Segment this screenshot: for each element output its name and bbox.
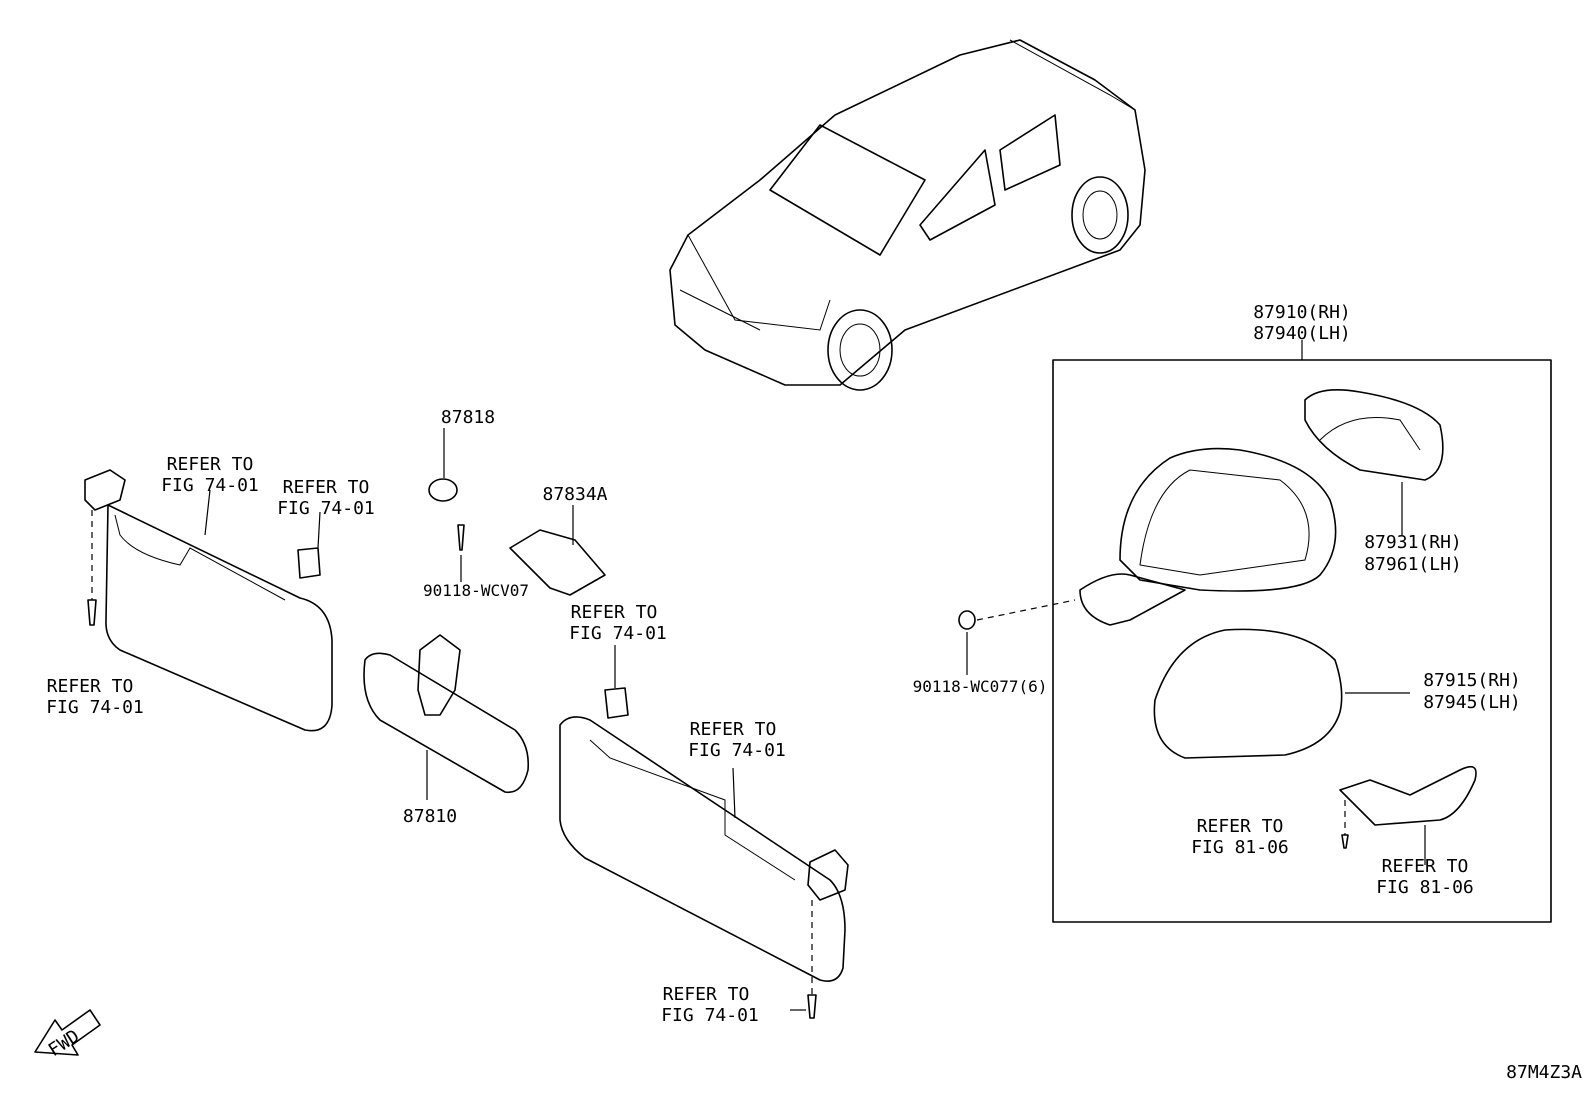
refer-fig: FIG 74-01	[569, 623, 667, 644]
clip	[604, 687, 629, 719]
refer-text: REFER TO	[571, 602, 658, 623]
screw	[457, 524, 465, 551]
sun-visor-left	[84, 469, 333, 732]
refer-fig: FIG 81-06	[1191, 837, 1289, 858]
fwd-arrow-icon	[34, 1009, 101, 1056]
cap-87818	[428, 478, 458, 502]
refer-fig: FIG 74-01	[661, 1005, 759, 1026]
refer-text: REFER TO	[47, 676, 134, 697]
refer-text: REFER TO	[1197, 816, 1284, 837]
refer-fig: FIG 74-01	[161, 475, 259, 496]
refer-fig: FIG 74-01	[46, 697, 144, 718]
label-87945: 87945(LH)	[1423, 692, 1521, 713]
label-87910: 87910(RH)	[1253, 302, 1351, 323]
label-90118-wcv07: 90118-WCV07	[423, 581, 529, 600]
diagram-code: 87M4Z3A	[1506, 1062, 1582, 1083]
label-90118-wc077: 90118-WC077(6)	[913, 677, 1048, 696]
label-87931: 87931(RH)	[1364, 532, 1462, 553]
label-87915: 87915(RH)	[1423, 670, 1521, 691]
cover-87834a	[509, 529, 606, 596]
vehicle-illustration	[669, 39, 1146, 391]
turn-signal-lamp	[1339, 765, 1477, 826]
refer-text: REFER TO	[283, 477, 370, 498]
outer-mirror-box	[1052, 359, 1552, 923]
refer-fig: FIG 74-01	[688, 740, 786, 761]
bolt-90118-wc077	[958, 610, 976, 630]
refer-text: REFER TO	[690, 719, 777, 740]
sun-visor-right	[559, 716, 849, 1019]
label-87818: 87818	[441, 407, 495, 428]
refer-fig: FIG 81-06	[1376, 877, 1474, 898]
inner-mirror	[363, 634, 530, 794]
refer-text: REFER TO	[167, 454, 254, 475]
label-87834a: 87834A	[542, 484, 607, 505]
label-87940: 87940(LH)	[1253, 323, 1351, 344]
refer-text: REFER TO	[663, 984, 750, 1005]
mirror-cover	[1153, 628, 1343, 759]
label-87961: 87961(LH)	[1364, 554, 1462, 575]
mirror-glass	[1304, 389, 1444, 481]
refer-fig: FIG 74-01	[277, 498, 375, 519]
outer-mirror-assembly	[1079, 447, 1337, 626]
refer-text: REFER TO	[1382, 856, 1469, 877]
label-87810: 87810	[403, 806, 457, 827]
